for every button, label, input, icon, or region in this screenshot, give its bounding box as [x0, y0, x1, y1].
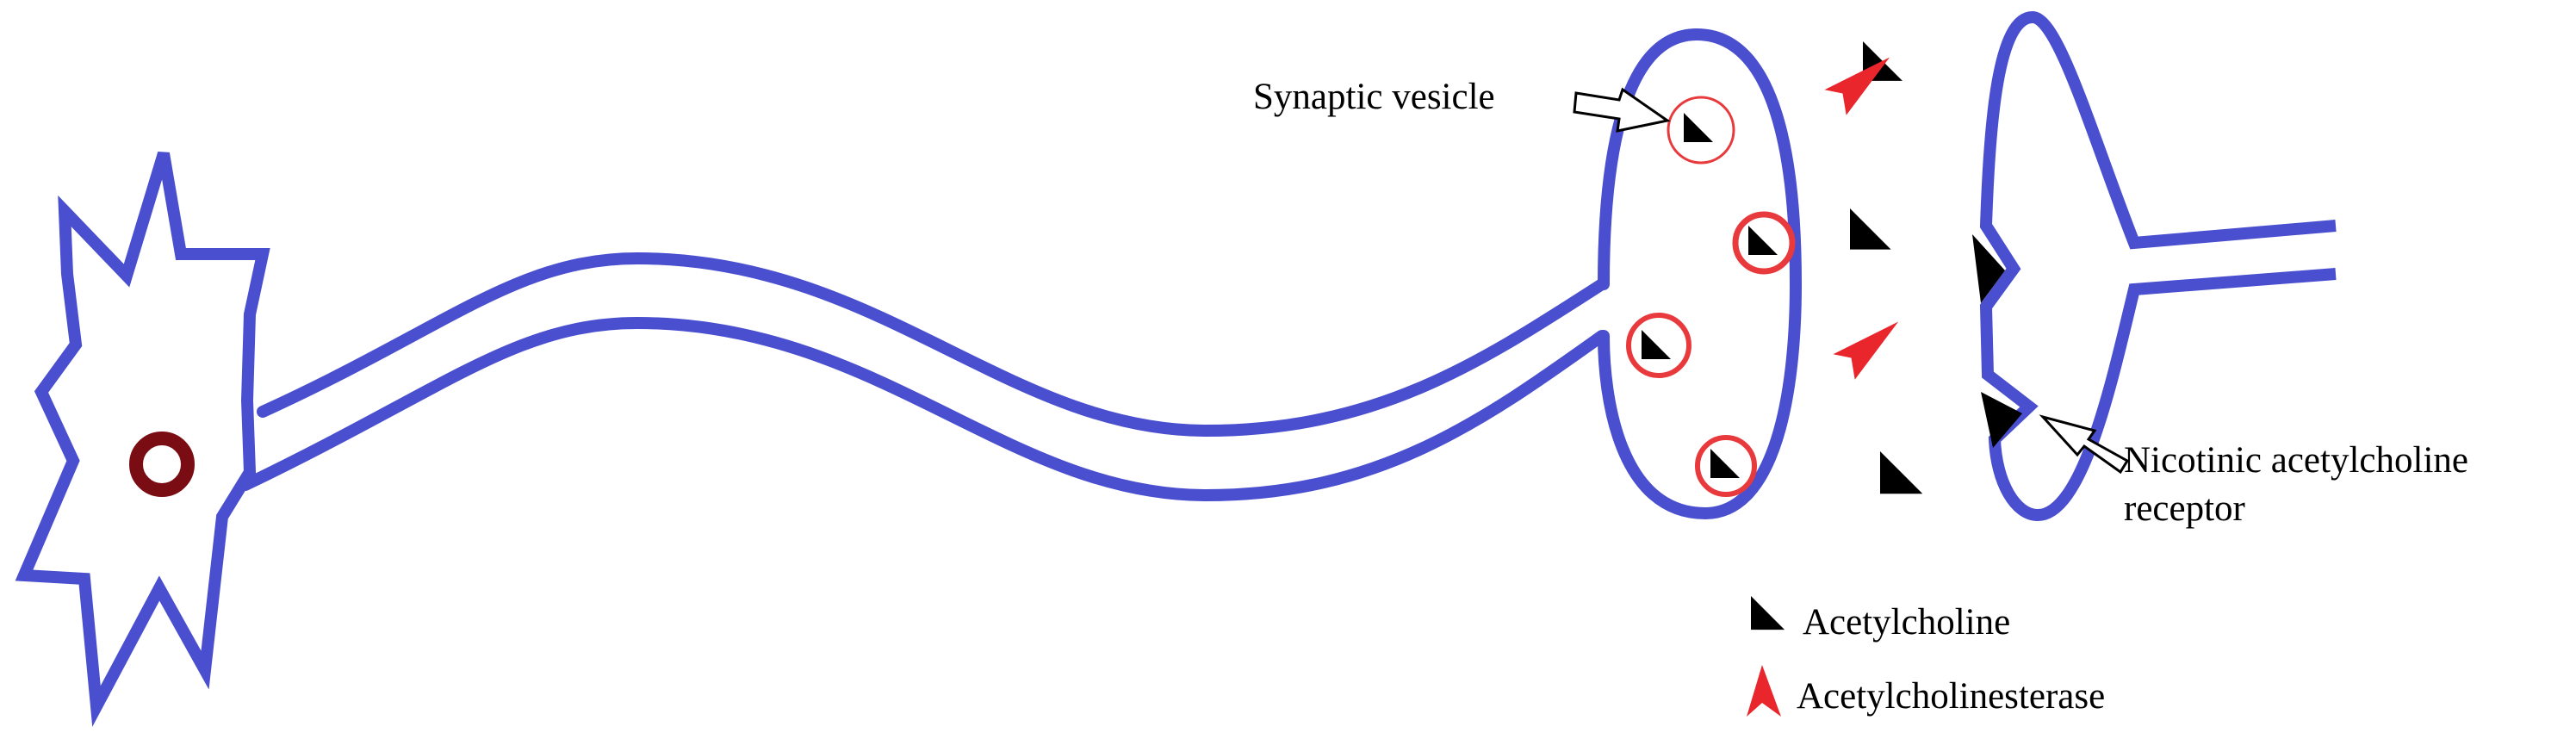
acetylcholinesterase-enzyme — [1824, 57, 1890, 115]
nucleus — [129, 432, 195, 497]
acetylcholine-icon — [1751, 596, 1785, 630]
synaptic-cleft — [1824, 41, 1923, 494]
axon-lower-edge — [239, 316, 1608, 502]
nicotinic-receptor — [1981, 392, 2022, 448]
synaptic-vesicle — [1732, 211, 1796, 275]
neuron — [15, 28, 1803, 727]
synaptic-vesicles — [1626, 96, 1796, 497]
legend: Acetylcholine Acetylcholinesterase — [1747, 596, 2105, 717]
axon-upper-edge — [257, 252, 1608, 438]
receptor-label-line2: receptor — [2124, 488, 2245, 529]
postsynaptic-membrane — [1979, 10, 2337, 522]
pointer-arrow-icon — [2039, 414, 2130, 475]
acetylcholinesterase-icon — [1747, 665, 1781, 717]
pointer-arrow-icon — [1573, 87, 1671, 133]
cell-body — [15, 151, 270, 727]
acetylcholinesterase-enzyme — [1833, 321, 1899, 380]
presynaptic-terminal — [1598, 28, 1803, 520]
acetylcholine-molecule — [1850, 208, 1891, 250]
synaptic-vesicle-callout: Synaptic vesicle — [1253, 77, 1671, 133]
receptor-callout: Nicotinic acetylcholine receptor — [2039, 414, 2468, 529]
synaptic-vesicle — [1695, 435, 1757, 497]
receptor-label-line1: Nicotinic acetylcholine — [2124, 440, 2468, 481]
legend-label-acetylcholinesterase: Acetylcholinesterase — [1797, 676, 2105, 717]
legend-item-acetylcholinesterase: Acetylcholinesterase — [1747, 665, 2105, 717]
acetylcholine-molecule — [1880, 451, 1923, 494]
legend-label-acetylcholine: Acetylcholine — [1803, 602, 2010, 643]
synaptic-vesicle — [1626, 313, 1691, 378]
nicotinic-receptor — [1972, 234, 2005, 303]
legend-item-acetylcholine: Acetylcholine — [1751, 596, 2010, 643]
postsynaptic-neuron — [1972, 10, 2337, 522]
synaptic-vesicle — [1667, 96, 1735, 165]
synaptic-vesicle-label: Synaptic vesicle — [1253, 77, 1495, 117]
